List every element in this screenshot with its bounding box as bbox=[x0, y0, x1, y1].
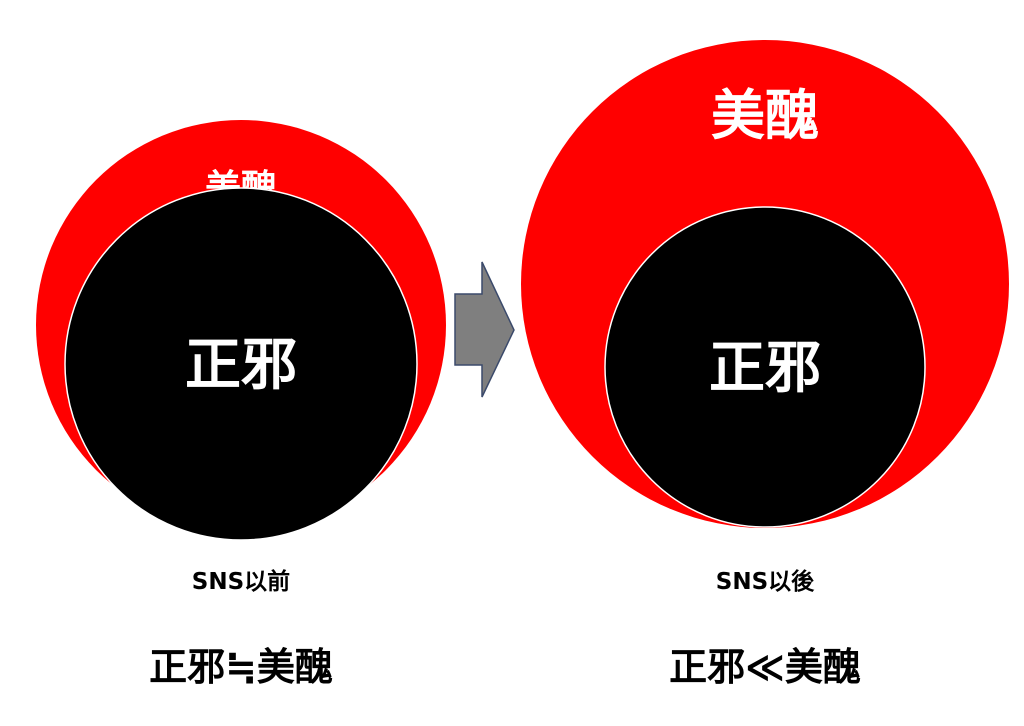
after-formula: 正邪≪美醜 bbox=[669, 645, 861, 689]
after-inner-circle bbox=[604, 206, 926, 528]
before-formula: 正邪≒美醜 bbox=[149, 645, 333, 689]
right-arrow-icon bbox=[454, 261, 515, 398]
before-group: 美醜 正邪 bbox=[36, 120, 446, 541]
before-inner-label: 正邪 bbox=[185, 333, 297, 398]
before-caption: SNS以前 bbox=[191, 569, 291, 595]
after-caption: SNS以後 bbox=[715, 569, 815, 595]
after-outer-label: 美醜 bbox=[711, 84, 819, 147]
before-inner-circle bbox=[64, 187, 418, 541]
after-group: 美醜 正邪 bbox=[521, 40, 1009, 528]
after-inner-label: 正邪 bbox=[709, 336, 821, 401]
